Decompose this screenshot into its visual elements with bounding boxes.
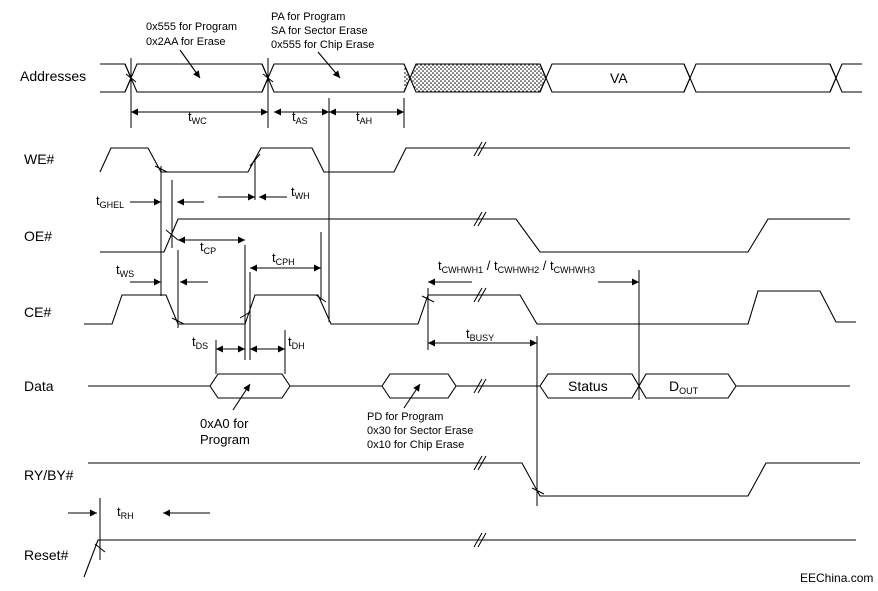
- data2-note-line-2: 0x30 for Sector Erase: [367, 425, 473, 437]
- we-waveform: [99, 147, 850, 173]
- signal-label-ce: CE#: [24, 304, 51, 320]
- reset-waveform: [83, 539, 856, 578]
- addr-note-arrow-1: [179, 49, 201, 79]
- tcp-label: tCP: [200, 239, 216, 256]
- signal-label-reset: Reset#: [24, 547, 69, 563]
- oe-waveform: [100, 218, 850, 253]
- tws-label: tWS: [116, 262, 134, 279]
- data2-note-line-1: PD for Program: [367, 411, 443, 423]
- data2-note-line-3: 0x10 for Chip Erase: [367, 439, 464, 451]
- twc-label: tWC: [188, 109, 207, 126]
- watermark: EEChina.com: [800, 571, 873, 585]
- addr-note-line-2: 0x2AA for Erase: [146, 36, 226, 48]
- tcwhwh-label: tCWHWH1 / tCWHWH2 / tCWHWH3: [438, 258, 595, 275]
- data1-note-line-1: 0xA0 for: [200, 416, 249, 431]
- tghel-label: tGHEL: [96, 193, 124, 210]
- tah-label: tAH: [356, 109, 372, 126]
- tcph-label: tCPH: [272, 250, 295, 267]
- data-note-arrow-2: [403, 383, 421, 409]
- tbusy-label: tBUSY: [466, 326, 494, 343]
- signal-label-data: Data: [24, 378, 54, 394]
- addr2-note-line-1: PA for Program: [271, 11, 345, 23]
- data-status-label: Status: [568, 378, 608, 394]
- tdh-label: tDH: [288, 334, 305, 351]
- tas-label: tAS: [292, 109, 308, 126]
- addr-va-label: VA: [610, 70, 628, 86]
- data-note-arrow-1: [232, 383, 251, 411]
- addr2-note-line-3: 0x555 for Chip Erase: [271, 39, 374, 51]
- tds-label: tDS: [192, 334, 208, 351]
- data-dout-label: DOUT: [669, 378, 699, 396]
- data1-note-line-2: Program: [200, 432, 250, 447]
- addr-note-arrow-2: [317, 51, 341, 79]
- signal-label-we: WE#: [24, 151, 55, 167]
- signal-label-ryby: RY/BY#: [24, 467, 74, 483]
- twh-label: tWH: [291, 184, 310, 201]
- time-break-marks: [473, 141, 487, 548]
- addr-note-line-1: 0x555 for Program: [146, 21, 237, 33]
- addresses-waveform: [100, 58, 862, 98]
- addr2-note-line-2: SA for Sector Erase: [271, 25, 368, 37]
- signal-label-oe: OE#: [24, 228, 52, 244]
- ryby-waveform: [88, 462, 860, 497]
- trh-label: tRH: [117, 504, 134, 521]
- data-waveform: [88, 373, 850, 399]
- signal-label-addresses: Addresses: [20, 68, 86, 84]
- ce-waveform: [84, 290, 856, 325]
